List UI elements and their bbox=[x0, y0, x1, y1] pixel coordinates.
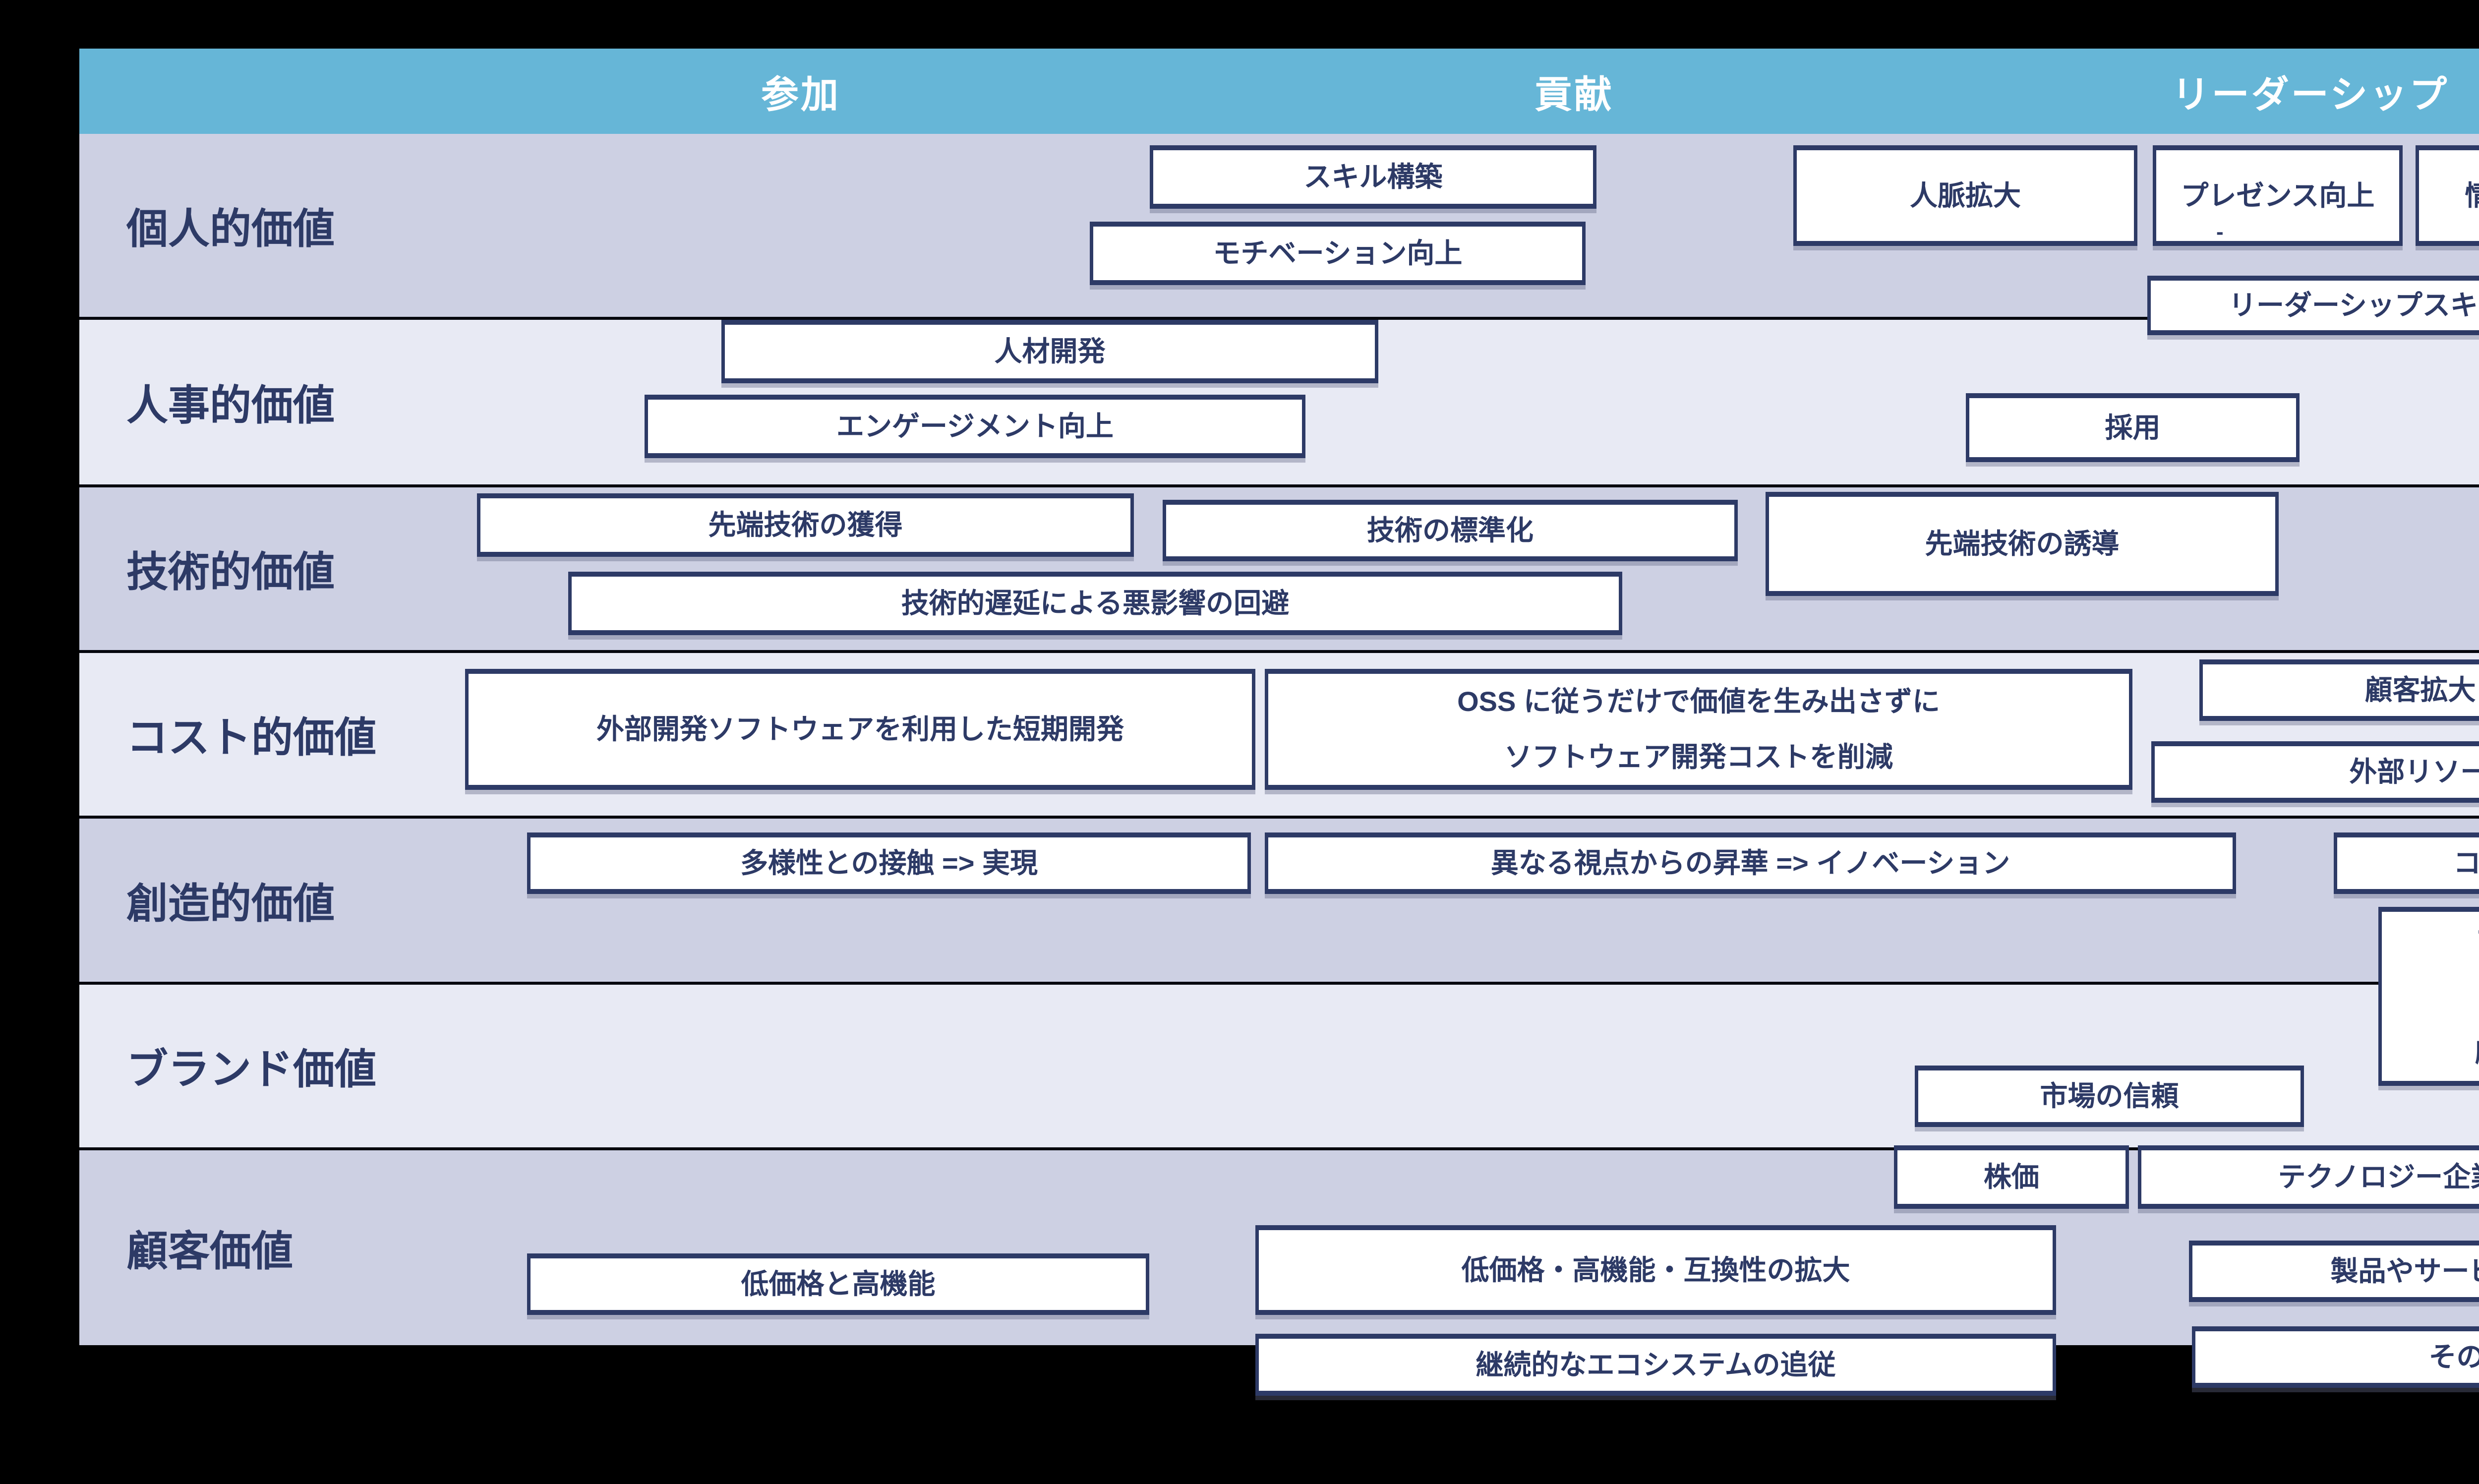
value-box-oss-cost: OSS に従うだけで価値を生み出さずに ソフトウェア開発コストを削減 bbox=[1265, 669, 2132, 790]
value-matrix: 参加 貢献 リーダーシップ 個人的価値 人事的価値 技術的価値 コスト的価値 創… bbox=[79, 49, 2479, 1396]
value-box-motivation: モチベーション向上 bbox=[1090, 222, 1586, 285]
column-header-band: 参加 貢献 リーダーシップ bbox=[79, 49, 2479, 134]
value-box-tech-acquire: 先端技術の獲得 bbox=[477, 493, 1134, 557]
row-label-hr: 人事的価値 bbox=[126, 382, 335, 429]
value-box-innovation: 異なる視点からの昇華 => イノベーション bbox=[1265, 832, 2236, 894]
row-label-customer: 顧客価値 bbox=[126, 1228, 294, 1274]
column-header-leadership: リーダーシップ bbox=[2172, 74, 2449, 116]
value-box-customer-expand: 顧客拡大 bbox=[2199, 659, 2479, 721]
row-label-cost: コスト的価値 bbox=[126, 714, 377, 761]
value-box-tech-delay-avoid: 技術的遅延による悪影響の回避 bbox=[568, 572, 1622, 635]
value-box-low-price: 低価格と高機能 bbox=[527, 1253, 1149, 1315]
value-box-diversity: 多様性との接触 => 実現 bbox=[527, 832, 1251, 894]
value-box-others: その他？？？ bbox=[2192, 1326, 2479, 1388]
value-box-hr-dev: 人材開発 bbox=[721, 320, 1378, 383]
value-box-stock: 株価 bbox=[1894, 1145, 2129, 1209]
value-box-low-price-expand: 低価格・高機能・互換性の拡大 bbox=[1255, 1225, 2056, 1315]
value-box-short-dev: 外部開発ソフトウェアを利用した短期開発 bbox=[465, 669, 1255, 790]
value-box-presence: プレゼンス向上 bbox=[2153, 145, 2403, 246]
value-box-skill: スキル構築 bbox=[1150, 145, 1596, 209]
value-box-community: コミュニティの獲得 bbox=[2334, 832, 2479, 894]
value-box-sustainability: 製品やサービスの持続可能性 bbox=[2189, 1241, 2479, 1302]
value-box-info-collect: 情報などの自動的な収集 bbox=[2416, 145, 2479, 246]
column-header-contribution: 貢献 bbox=[1535, 74, 1614, 116]
value-box-ext-resource: 外部リソースの活用 bbox=[2151, 741, 2479, 803]
value-box-feedback: フィードバック 利用拡大 顧客満足度向上 bbox=[2378, 907, 2479, 1086]
value-box-recruit: 採用 bbox=[1966, 393, 2300, 462]
column-header-participation: 参加 bbox=[761, 74, 840, 116]
value-box-tech-presence: テクノロジー企業としての存在感 bbox=[2138, 1145, 2479, 1209]
value-box-network: 人脈拡大 bbox=[1793, 145, 2137, 246]
value-box-market-trust: 市場の信頼 bbox=[1915, 1066, 2304, 1127]
value-box-tech-standardize: 技術の標準化 bbox=[1163, 500, 1738, 561]
row-label-personal: 個人的価値 bbox=[126, 205, 335, 252]
value-box-tech-lead: 先端技術の誘導 bbox=[1766, 492, 2279, 596]
value-box-ecosystem: 継続的なエコシステムの追従 bbox=[1255, 1334, 2056, 1396]
value-box-leadership-skill: リーダーシップスキル構築 bbox=[2147, 276, 2479, 335]
row-label-tech: 技術的価値 bbox=[126, 548, 335, 595]
row-label-creative: 創造的価値 bbox=[126, 880, 335, 927]
row-label-brand: ブランド価値 bbox=[126, 1046, 377, 1093]
value-box-engagement: エンゲージメント向上 bbox=[645, 395, 1305, 458]
stray-mark: - bbox=[2216, 220, 2224, 244]
